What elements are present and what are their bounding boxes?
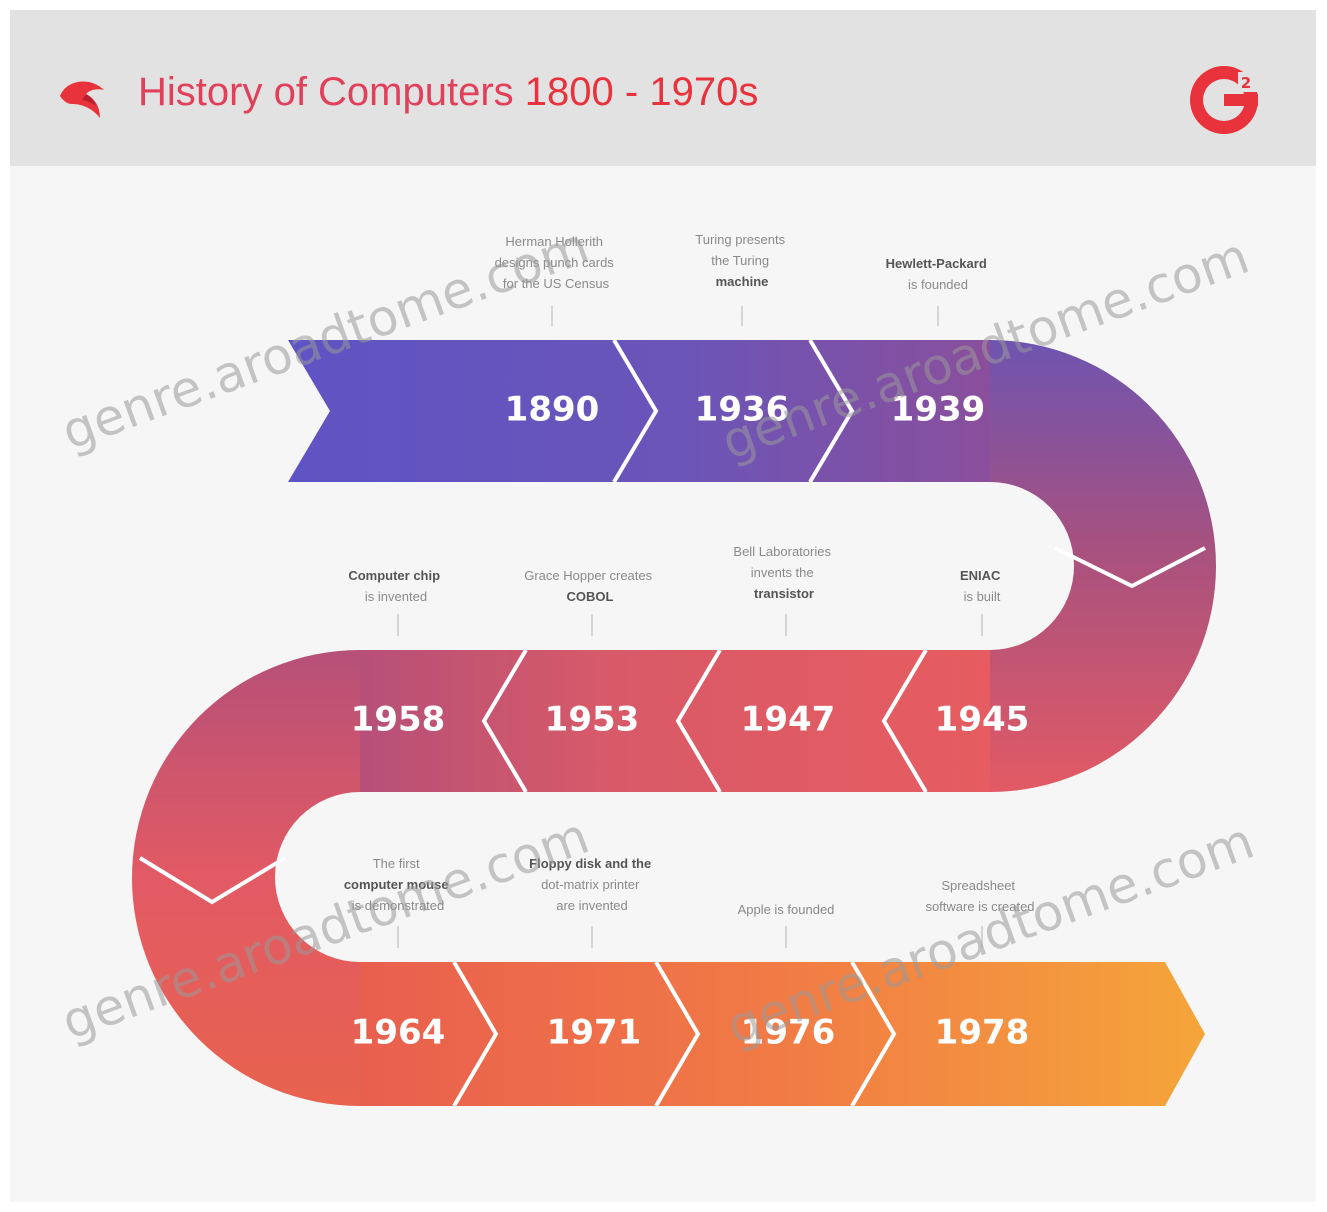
event-line: Hewlett-Packard <box>886 256 987 271</box>
year-label: 1936 <box>695 390 790 430</box>
event-line: transistor <box>754 586 814 601</box>
title-years: 1800 - 1970s <box>524 70 759 114</box>
event-line: dot-matrix printer <box>541 877 640 892</box>
year-label: 1976 <box>741 1013 836 1053</box>
year-label: 1964 <box>351 1013 446 1053</box>
event-description: ENIAC is built <box>960 568 1004 604</box>
svg-text:2: 2 <box>1241 74 1251 92</box>
timeline-band-middle <box>360 650 990 792</box>
year-label: 1945 <box>935 700 1030 740</box>
event-line: are invented <box>556 898 628 913</box>
event-connectors <box>397 306 983 948</box>
year-label: 1953 <box>545 700 640 740</box>
event-line: Bell Laboratories <box>733 544 831 559</box>
event-description: Apple is founded <box>738 902 835 917</box>
event-line: computer mouse <box>344 877 449 892</box>
red-bird-logo-icon <box>60 81 104 118</box>
year-label: 1971 <box>547 1013 642 1053</box>
page-title: History of Computers 1800 - 1970s <box>138 70 758 115</box>
event-line: the Turing <box>711 253 769 268</box>
event-line: Apple is founded <box>738 902 835 917</box>
year-label: 1958 <box>351 700 446 740</box>
year-label: 1939 <box>891 390 986 430</box>
event-line: Turing presents <box>695 232 785 247</box>
event-line: Computer chip <box>348 568 440 583</box>
timeline-turn-right <box>990 340 1216 792</box>
event-description: Hewlett-Packard is founded <box>886 256 991 292</box>
event-line: Spreadsheet <box>941 878 1015 893</box>
timeline-turn-left <box>132 650 360 1106</box>
timeline-band-top <box>288 340 990 482</box>
event-description: Turing presents the Turing machine <box>695 232 788 289</box>
event-line: is invented <box>365 589 427 604</box>
event-line: is demonstrated <box>352 898 445 913</box>
event-line: invents the <box>751 565 814 580</box>
g2-logo-icon: 2 <box>1190 66 1258 134</box>
segment-separators <box>138 338 1206 1108</box>
event-line: is built <box>964 589 1001 604</box>
event-line: is founded <box>908 277 968 292</box>
event-line: Grace Hopper creates <box>524 568 652 583</box>
event-description: Spreadsheet software is created <box>925 878 1034 914</box>
event-description: The first computer mouse is demonstrated <box>344 856 452 913</box>
event-line: Herman Hollerith <box>505 234 603 249</box>
event-line: ENIAC <box>960 568 1001 583</box>
header-band <box>10 10 1316 166</box>
year-label: 1890 <box>505 390 600 430</box>
timeline-band-bottom <box>360 962 1205 1106</box>
event-line: The first <box>373 856 420 871</box>
event-line: software is created <box>925 899 1034 914</box>
event-line: COBOL <box>567 589 614 604</box>
event-description: Computer chip is invented <box>348 568 443 604</box>
event-line: machine <box>716 274 769 289</box>
event-description: Floppy disk and the dot-matrix printer a… <box>529 856 655 913</box>
year-label: 1947 <box>741 700 836 740</box>
event-line: for the US Census <box>503 276 610 291</box>
event-description: Bell Laboratories invents the transistor <box>733 544 834 601</box>
event-line: designs punch cards <box>495 255 615 270</box>
event-description: Herman Hollerith designs punch cards for… <box>495 234 618 291</box>
title-text: History of Computers <box>138 70 514 114</box>
event-line: Floppy disk and the <box>529 856 651 871</box>
event-description: Grace Hopper creates COBOL <box>524 568 656 604</box>
year-label: 1978 <box>935 1013 1030 1053</box>
